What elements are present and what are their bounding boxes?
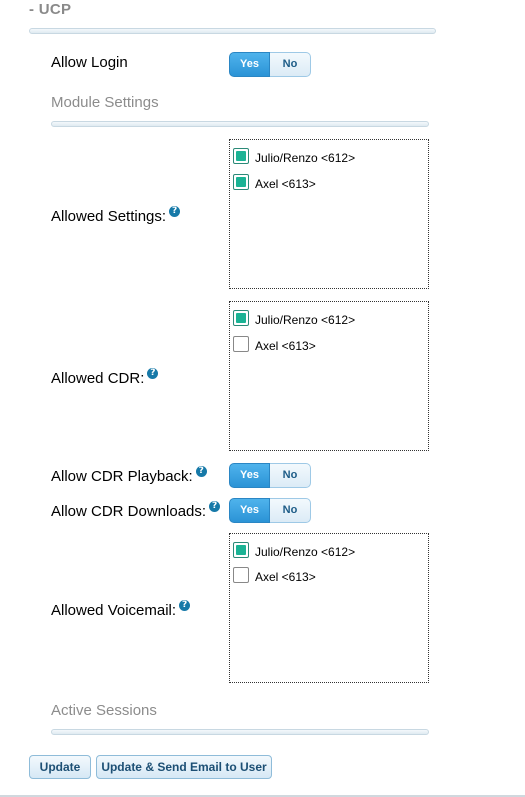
checkbox[interactable] xyxy=(233,148,249,164)
allowed-settings-listbox[interactable]: Julio/Renzo <612> Axel <613> xyxy=(229,139,429,289)
checkbox[interactable] xyxy=(233,336,249,352)
update-send-email-button[interactable]: Update & Send Email to User xyxy=(96,755,272,779)
checkbox[interactable] xyxy=(233,174,249,190)
option-label: Julio/Renzo <612> xyxy=(255,545,356,559)
cdr-downloads-yes[interactable]: Yes xyxy=(229,498,270,523)
list-item[interactable]: Axel <613> xyxy=(233,173,316,191)
allow-login-yes[interactable]: Yes xyxy=(229,52,270,77)
allowed-cdr-listbox[interactable]: Julio/Renzo <612> Axel <613> xyxy=(229,301,429,451)
cdr-downloads-toggle: Yes No xyxy=(229,498,311,523)
cdr-playback-label: Allow CDR Playback:? xyxy=(51,466,207,485)
allow-login-no[interactable]: No xyxy=(270,52,311,77)
checkbox[interactable] xyxy=(233,567,249,583)
module-settings-heading: Module Settings xyxy=(51,94,159,111)
option-label: Axel <613> xyxy=(255,177,316,191)
section-title[interactable]: - UCP xyxy=(29,1,72,18)
list-item[interactable]: Axel <613> xyxy=(233,335,316,353)
list-item[interactable]: Axel <613> xyxy=(233,566,316,584)
allowed-cdr-label: Allowed CDR:? xyxy=(51,368,159,387)
allowed-voicemail-listbox[interactable]: Julio/Renzo <612> Axel <613> xyxy=(229,533,429,683)
allowed-settings-label: Allowed Settings:? xyxy=(51,206,181,225)
cdr-playback-label-text: Allow CDR Playback: xyxy=(51,468,193,485)
checkbox[interactable] xyxy=(233,542,249,558)
page-bottom-border xyxy=(0,795,525,797)
cdr-downloads-label-text: Allow CDR Downloads: xyxy=(51,503,207,520)
allow-login-label: Allow Login xyxy=(51,54,128,71)
option-label: Julio/Renzo <612> xyxy=(255,313,356,327)
update-button[interactable]: Update xyxy=(29,755,91,779)
list-item[interactable]: Julio/Renzo <612> xyxy=(233,541,355,559)
allowed-voicemail-label-text: Allowed Voicemail: xyxy=(51,602,177,619)
help-icon[interactable]: ? xyxy=(169,206,181,217)
option-label: Axel <613> xyxy=(255,570,316,584)
section-divider xyxy=(29,28,436,34)
option-label: Julio/Renzo <612> xyxy=(255,151,356,165)
active-sessions-divider xyxy=(51,729,429,735)
cdr-downloads-label: Allow CDR Downloads:? xyxy=(51,501,221,520)
checkbox[interactable] xyxy=(233,310,249,326)
help-icon[interactable]: ? xyxy=(179,600,191,611)
allowed-cdr-label-text: Allowed CDR: xyxy=(51,370,145,387)
help-icon[interactable]: ? xyxy=(209,501,221,512)
list-item[interactable]: Julio/Renzo <612> xyxy=(233,147,355,165)
allow-login-toggle: Yes No xyxy=(229,52,311,77)
help-icon[interactable]: ? xyxy=(195,466,207,477)
option-label: Axel <613> xyxy=(255,339,316,353)
module-settings-divider xyxy=(51,121,429,127)
allowed-voicemail-label: Allowed Voicemail:? xyxy=(51,600,191,619)
cdr-playback-toggle: Yes No xyxy=(229,463,311,488)
cdr-playback-yes[interactable]: Yes xyxy=(229,463,270,488)
help-icon[interactable]: ? xyxy=(147,368,159,379)
cdr-playback-no[interactable]: No xyxy=(270,463,311,488)
active-sessions-heading[interactable]: Active Sessions xyxy=(51,702,157,719)
list-item[interactable]: Julio/Renzo <612> xyxy=(233,309,355,327)
allowed-settings-label-text: Allowed Settings: xyxy=(51,208,167,225)
cdr-downloads-no[interactable]: No xyxy=(270,498,311,523)
